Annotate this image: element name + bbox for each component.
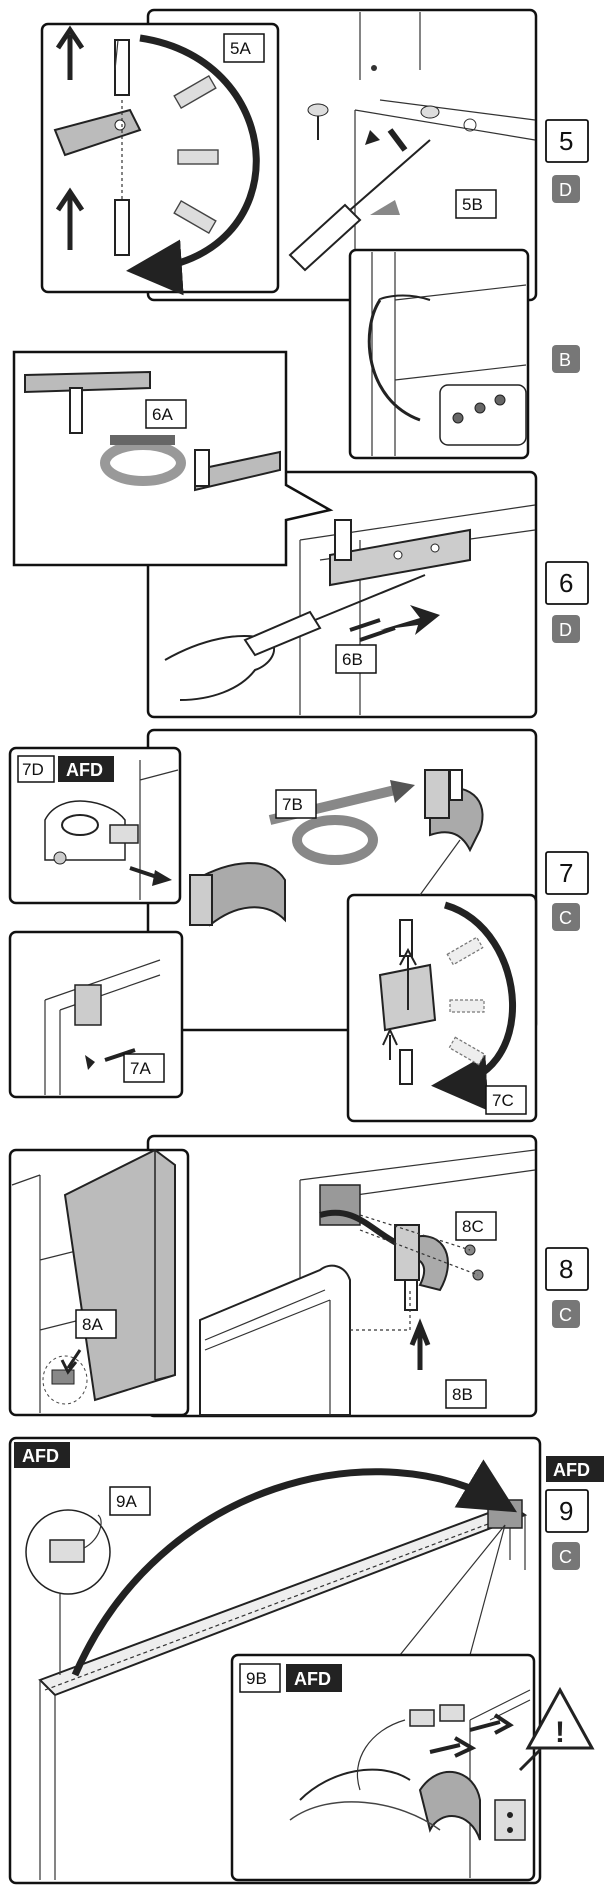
tag-9B-afd: AFD	[294, 1669, 331, 1689]
warning-symbol: !	[555, 1716, 565, 1749]
label-7C-box	[485, 1085, 527, 1115]
label-7A-box	[123, 1053, 165, 1083]
label-9A: 9A	[116, 1492, 137, 1511]
tag-9-afd: AFD	[22, 1446, 59, 1466]
label-5A-box	[223, 33, 265, 63]
tag-9-afd-box	[14, 1442, 70, 1468]
label-8B-box	[445, 1379, 487, 1409]
step-number-5-box	[545, 119, 589, 163]
label-7D-box	[17, 755, 55, 783]
label-7A: 7A	[130, 1059, 151, 1078]
warning-icon	[525, 1686, 595, 1750]
step-number-7-box	[545, 851, 589, 895]
badge-5-D-box	[552, 175, 580, 203]
label-8C: 8C	[462, 1217, 484, 1236]
label-6A: 6A	[152, 405, 173, 424]
step-number-8: 8	[559, 1254, 573, 1284]
badge-6-D: D	[559, 620, 572, 640]
label-5B: 5B	[462, 195, 483, 214]
label-6B-box	[335, 644, 377, 674]
badge-8-C: C	[559, 1305, 572, 1325]
label-7D: 7D	[22, 760, 44, 779]
step-number-6: 6	[559, 568, 573, 598]
label-7B: 7B	[282, 795, 303, 814]
badge-5-B-box	[552, 345, 580, 373]
badge-9-C-box	[552, 1542, 580, 1570]
step-number-8-box	[545, 1247, 589, 1291]
step-8: 8C 8B 8A 8 C	[8, 1134, 589, 1418]
badge-6-D-box	[552, 615, 580, 643]
tag-7D-afd-box	[58, 756, 114, 782]
panel-6A	[12, 350, 334, 567]
label-8B: 8B	[452, 1385, 473, 1404]
label-7C: 7C	[492, 1091, 514, 1110]
label-6A-box	[145, 399, 187, 429]
step-9: AFD 9A ! 9B AFD AFD 9 C	[8, 1436, 604, 1885]
label-7B-box	[275, 789, 317, 819]
panel-5A	[40, 22, 280, 294]
tag-9-step-afd-box	[546, 1456, 604, 1482]
tag-9-step-afd: AFD	[553, 1460, 590, 1480]
step-number-5: 5	[559, 126, 573, 156]
tag-7D-afd: AFD	[66, 760, 103, 780]
badge-8-C-box	[552, 1300, 580, 1328]
tag-9B-afd-box	[286, 1664, 342, 1692]
label-8C-box	[455, 1211, 497, 1241]
label-5A: 5A	[230, 39, 251, 58]
label-9B: 9B	[246, 1669, 267, 1688]
step-number-7: 7	[559, 858, 573, 888]
badge-9-C: C	[559, 1547, 572, 1567]
badge-7-C: C	[559, 908, 572, 928]
step-7: 7B 7C 7D AFD	[8, 728, 589, 1123]
label-8A: 8A	[82, 1315, 103, 1334]
label-9A-box	[109, 1486, 151, 1516]
badge-5-B: B	[559, 350, 571, 370]
label-5B-box	[455, 189, 497, 219]
badge-7-C-box	[552, 903, 580, 931]
step-5: 5B 5A 5	[40, 8, 589, 460]
step-number-9: 9	[559, 1496, 573, 1526]
label-9B-box	[239, 1663, 281, 1693]
step-6: 6B 6A 6 D	[12, 350, 589, 719]
step-number-6-box	[545, 561, 589, 605]
label-8A-box	[75, 1309, 117, 1339]
badge-5-D: D	[559, 180, 572, 200]
step-number-9-box	[545, 1489, 589, 1533]
label-6B: 6B	[342, 650, 363, 669]
